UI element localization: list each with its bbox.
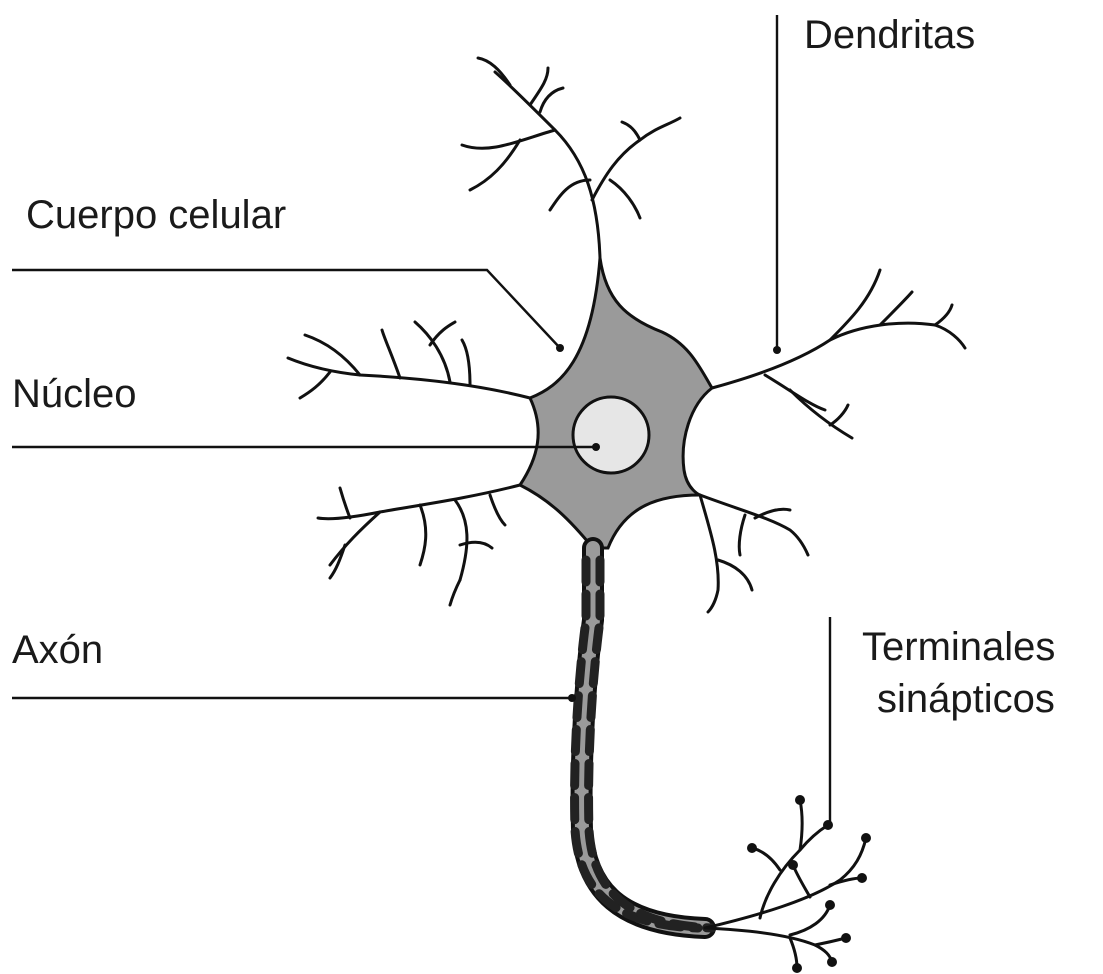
label-cell-body: Cuerpo celular — [26, 193, 286, 237]
axon — [575, 548, 712, 928]
nucleus — [573, 397, 649, 473]
cell-body-leader — [12, 270, 560, 348]
synaptic-terminals — [705, 795, 871, 973]
label-axon: Axón — [12, 628, 103, 672]
label-nucleus: Núcleo — [12, 372, 137, 416]
label-terminals-line1: Terminales — [862, 625, 1055, 669]
label-dendrites: Dendritas — [804, 13, 975, 57]
leader-lines — [12, 15, 830, 822]
label-terminals-line2: sinápticos — [877, 677, 1055, 721]
